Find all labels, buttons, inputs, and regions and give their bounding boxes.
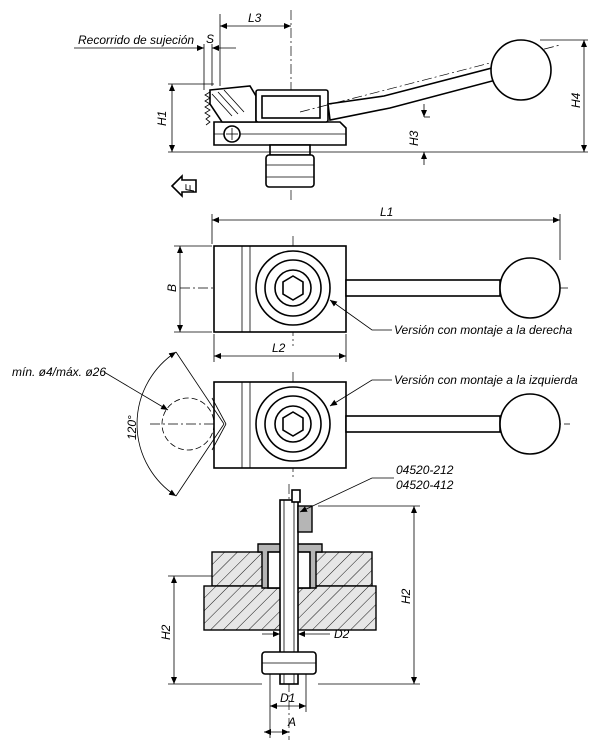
angle-label: 120° xyxy=(125,415,139,440)
section-view xyxy=(168,477,420,740)
left-mount-note: Versión con montaje a la izquierda xyxy=(394,373,578,387)
dim-h4: H4 xyxy=(569,92,583,108)
top-view-right xyxy=(174,214,570,362)
force-f-label: F xyxy=(183,184,197,192)
dim-h2-left: H2 xyxy=(159,624,173,640)
dim-l3: L3 xyxy=(248,11,262,25)
dim-d2: D2 xyxy=(334,627,350,641)
top-view-left xyxy=(103,351,570,497)
part-number-1: 04520-212 xyxy=(396,463,454,477)
dim-h2-right: H2 xyxy=(399,588,413,604)
part-number-2: 04520-412 xyxy=(396,478,454,492)
dim-s: S xyxy=(206,32,214,46)
diameter-range-note: mín. ø4/máx. ø26 xyxy=(12,365,106,379)
dim-h1: H1 xyxy=(155,111,169,126)
dim-l2: L2 xyxy=(272,341,286,355)
side-view xyxy=(74,10,588,200)
dim-a: A xyxy=(287,715,296,729)
dim-d1: D1 xyxy=(280,691,295,705)
stroke-label: Recorrido de sujeción xyxy=(78,33,194,47)
dim-b: B xyxy=(165,284,179,292)
right-mount-note: Versión con montaje a la derecha xyxy=(394,323,573,337)
dim-h3: H3 xyxy=(407,130,421,146)
dim-l1: L1 xyxy=(380,205,393,219)
